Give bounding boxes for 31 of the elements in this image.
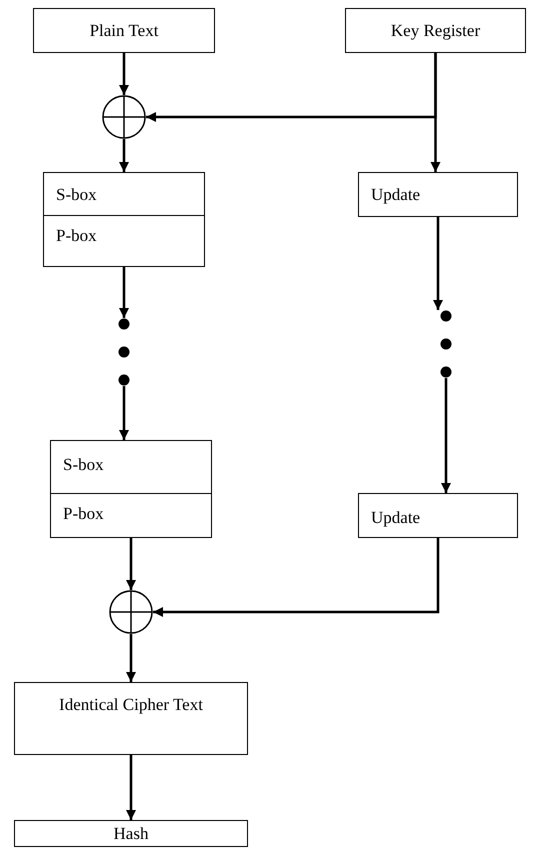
process-box — [358, 172, 518, 217]
process-box — [33, 8, 215, 53]
process-box — [358, 493, 518, 538]
process-box — [43, 215, 205, 267]
box-label: Identical Cipher Text — [59, 695, 203, 714]
arrow — [126, 755, 136, 820]
box-label: Plain Text — [90, 21, 158, 40]
arrow — [119, 386, 129, 440]
arrow — [430, 53, 440, 172]
arrow — [119, 267, 129, 318]
box-label: P-box — [56, 226, 97, 245]
process-box — [14, 682, 248, 755]
arrow — [153, 538, 440, 617]
box-label: Update — [371, 185, 420, 204]
box-label: Hash — [114, 824, 148, 843]
process-box — [50, 493, 212, 538]
arrow — [433, 217, 443, 310]
box-label: P-box — [63, 504, 104, 523]
process-box — [50, 440, 212, 494]
process-box — [43, 172, 205, 216]
process-box — [345, 8, 526, 53]
box-label: Key Register — [390, 21, 480, 40]
box-label: Update — [371, 508, 420, 527]
arrow — [119, 53, 129, 95]
box-label: S-box — [63, 455, 104, 474]
arrow — [126, 634, 136, 682]
arrow — [119, 139, 129, 172]
arrow — [441, 378, 451, 493]
process-box — [14, 820, 248, 847]
arrow — [126, 538, 136, 590]
box-label: S-box — [56, 185, 97, 204]
